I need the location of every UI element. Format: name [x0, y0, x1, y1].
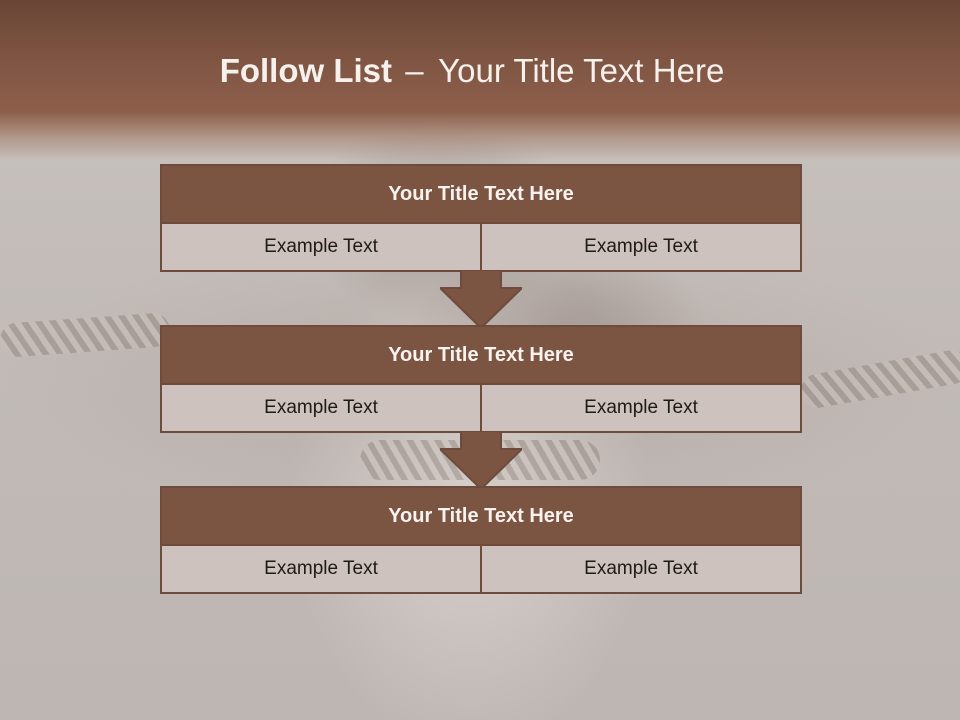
down-arrow-icon — [440, 431, 522, 489]
step-block-3: Your Title Text Here Example Text Exampl… — [160, 486, 802, 594]
step-cells: Example Text Example Text — [162, 385, 800, 431]
slide-title-separator: – — [405, 52, 424, 89]
slide-title-rest: Your Title Text Here — [438, 52, 725, 89]
step-title: Your Title Text Here — [162, 166, 800, 224]
step-cell-left: Example Text — [162, 385, 480, 431]
step-cells: Example Text Example Text — [162, 224, 800, 270]
step-title: Your Title Text Here — [162, 488, 800, 546]
step-title: Your Title Text Here — [162, 327, 800, 385]
step-cells: Example Text Example Text — [162, 546, 800, 592]
step-cell-right: Example Text — [480, 224, 800, 270]
slide-title-bold: Follow List — [219, 52, 393, 89]
step-cell-left: Example Text — [162, 224, 480, 270]
header-band — [0, 0, 960, 160]
step-block-2: Your Title Text Here Example Text Exampl… — [160, 325, 802, 433]
down-arrow-icon — [440, 270, 522, 328]
step-cell-right: Example Text — [480, 546, 800, 592]
step-cell-left: Example Text — [162, 546, 480, 592]
step-cell-right: Example Text — [480, 385, 800, 431]
step-block-1: Your Title Text Here Example Text Exampl… — [160, 164, 802, 272]
slide-title: Follow List – Your Title Text Here — [0, 52, 944, 90]
